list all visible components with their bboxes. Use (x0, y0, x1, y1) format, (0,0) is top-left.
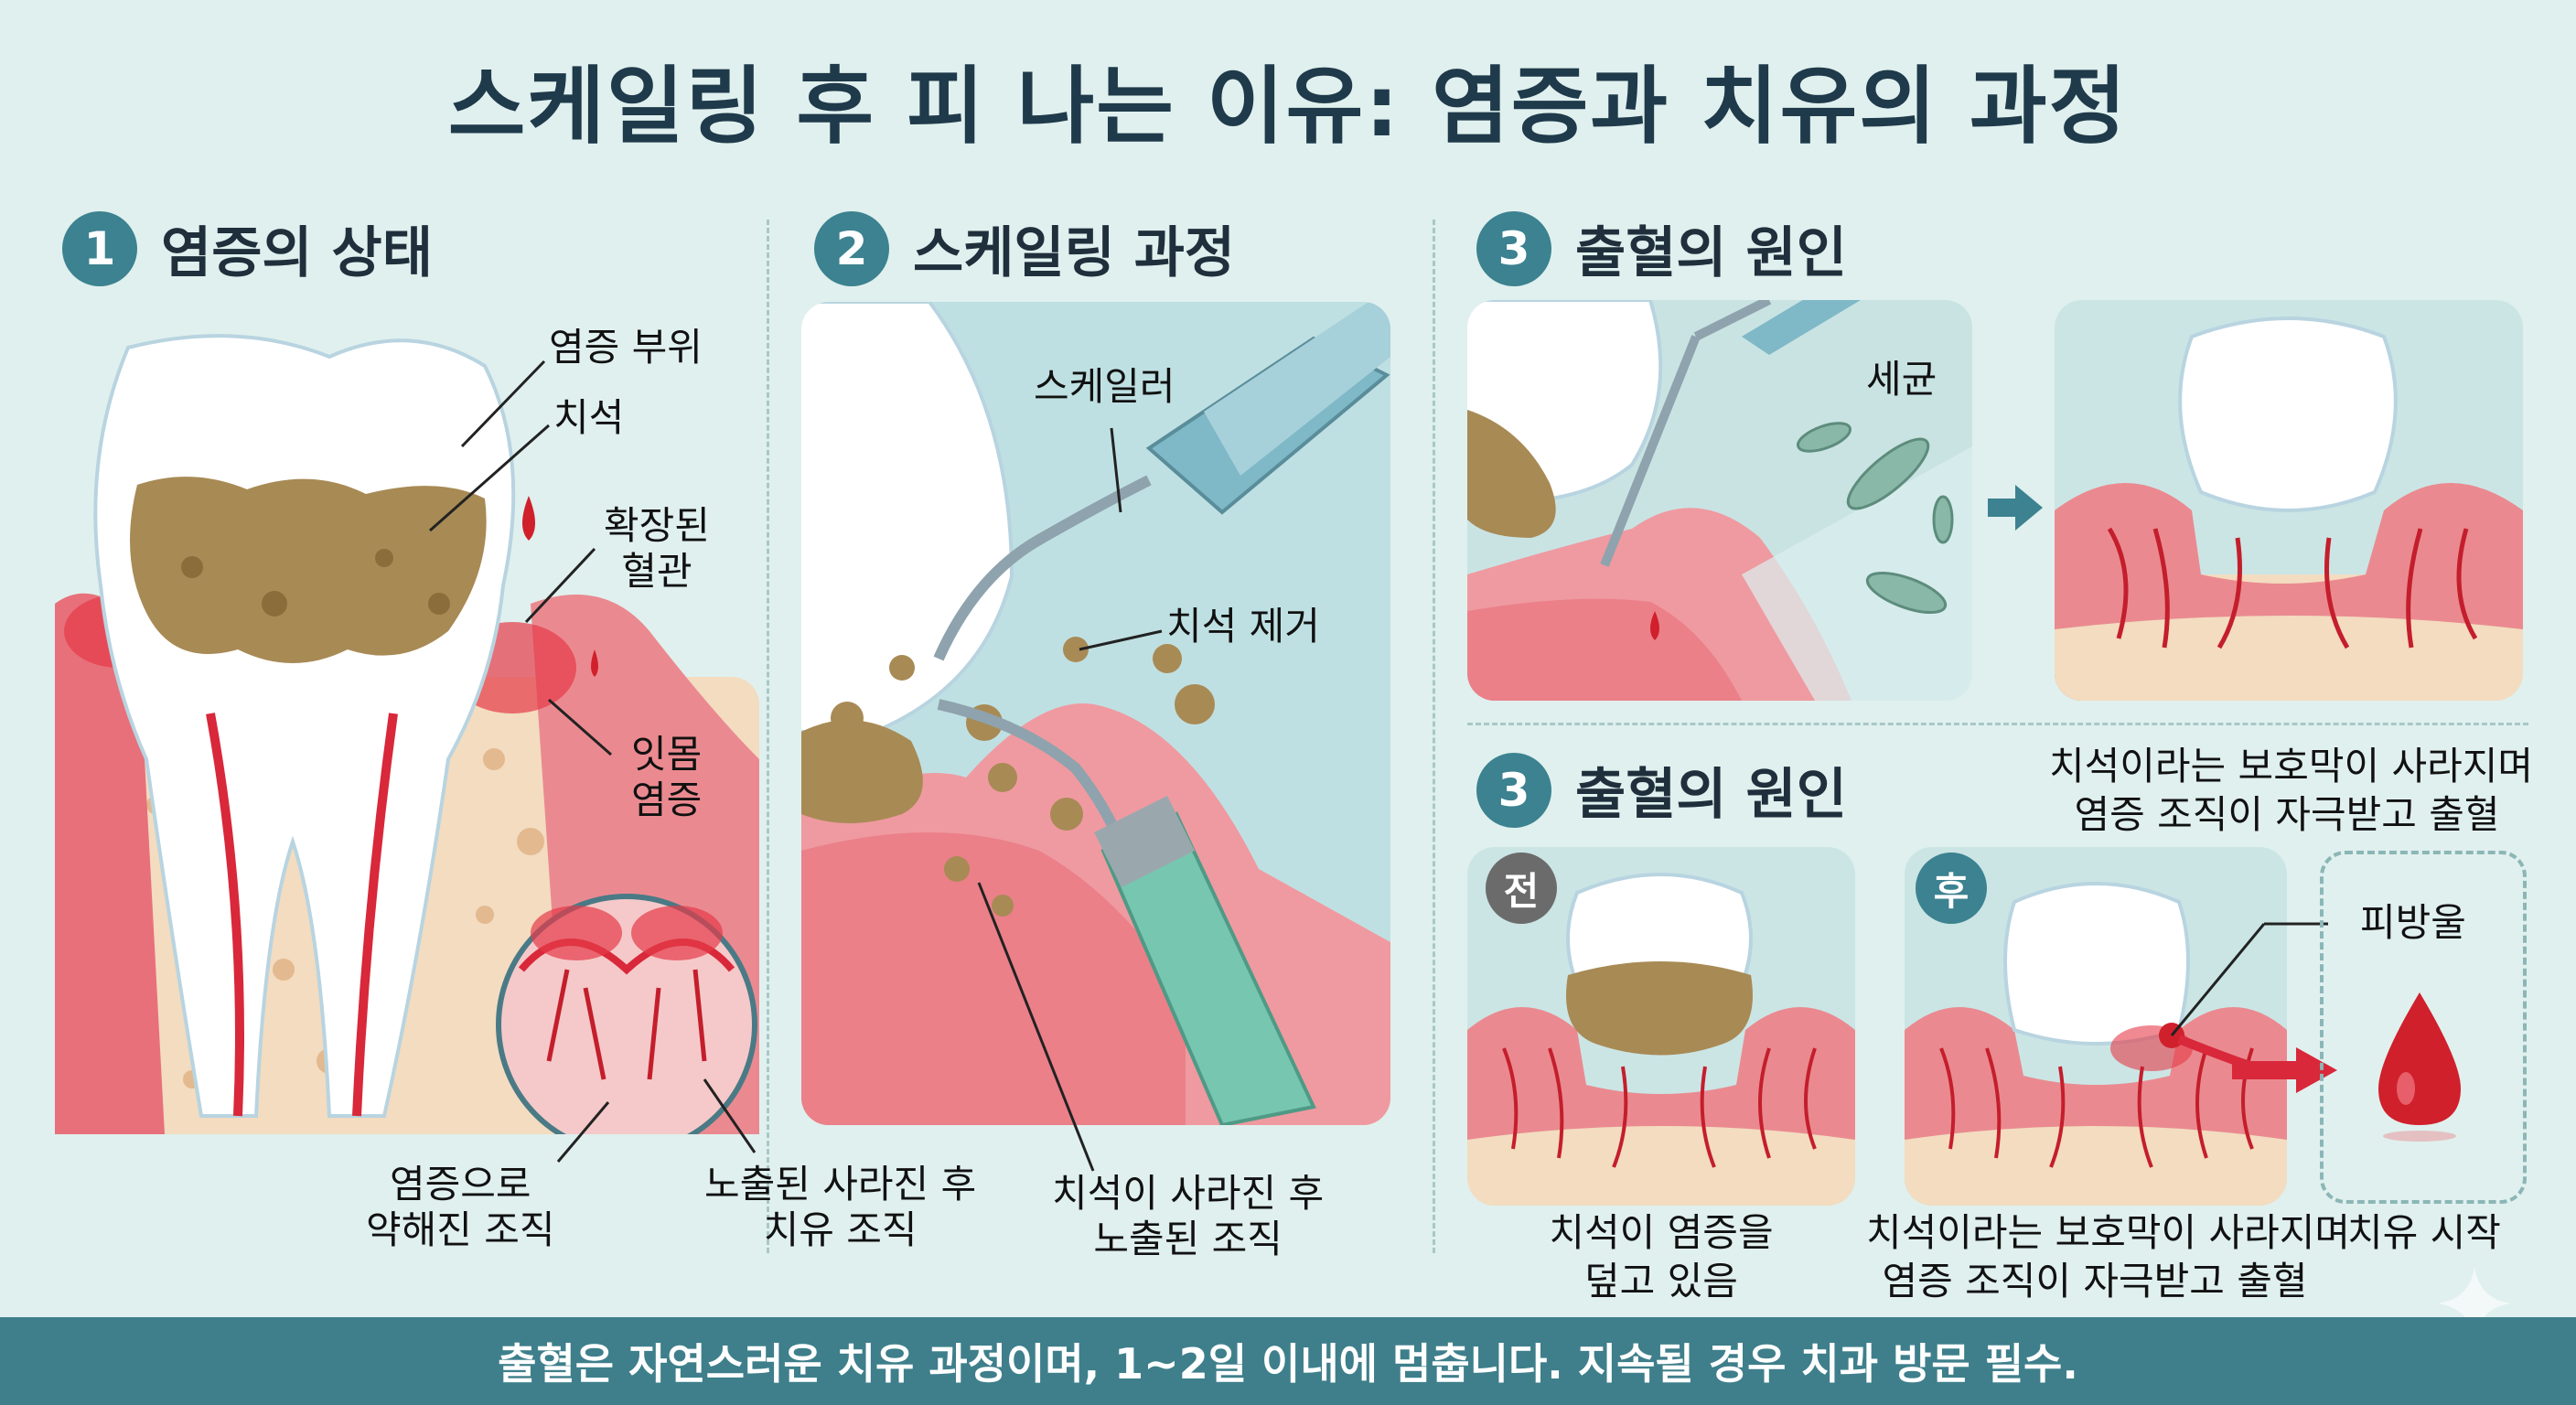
label-tartar: 치석 (553, 395, 625, 440)
divider-1 (767, 220, 769, 1253)
section-2-header: 2 스케일링 과정 (814, 209, 1235, 288)
section-3b-number: 3 (1476, 752, 1551, 828)
scaling-illustration (801, 302, 1390, 1125)
blood-drop-icon (2378, 992, 2461, 1142)
section-2-number: 2 (814, 210, 889, 286)
section-1-header: 1 염증의 상태 (62, 209, 433, 288)
label-dilated-vessel: 확장된 혈관 (604, 503, 710, 595)
section-3b-header: 3 출혈의 원인 (1476, 750, 1847, 830)
bacteria-illustration (1467, 300, 1972, 701)
divider-2 (1433, 220, 1435, 1253)
after-illustration (1905, 882, 2287, 1206)
label-blood-drop: 피방울 (2360, 900, 2466, 945)
label-tartar-removal: 치석 제거 (1166, 604, 1320, 649)
section-3a-header: 3 출혈의 원인 (1476, 209, 1847, 288)
caption-before: 치석이 염증을 덮고 있음 (1549, 1210, 1774, 1303)
inflamed-tooth-illustration (55, 334, 759, 1134)
page-title: 스케일링 후 피 나는 이유: 염증과 치유의 과정 (447, 58, 2129, 156)
arrow-right-icon (1988, 485, 2043, 531)
section-3b-title: 출혈의 원인 (1575, 763, 1847, 827)
label-bacteria: 세균 (1866, 357, 1937, 402)
caption-healing: 치유 시작 (2347, 1210, 2501, 1255)
section-2-title: 스케일링 과정 (913, 221, 1236, 285)
footer-notice: 출혈은 자연스러운 치유 과정이며, 1~2일 이내에 멈춥니다. 지속될 경우… (0, 1317, 2576, 1405)
sparkle-icon (2438, 1267, 2511, 1340)
label-weakened-tissue: 염증으로 약해진 조직 (366, 1162, 555, 1253)
caption-protection-loss-top: 치석이라는 보호막이 사라지며 염증 조직이 자극받고 출혈 (2049, 744, 2534, 837)
caption-after: 치석이라는 보호막이 사라지며 염증 조직이 자극받고 출혈 (1866, 1210, 2351, 1303)
label-exposed-after-removal: 치석이 사라진 후 노출된 조직 (1052, 1171, 1325, 1262)
badge-before: 전 (1486, 853, 1557, 924)
before-illustration (1467, 873, 1855, 1206)
divider-3 (1467, 723, 2528, 725)
label-exposed-healing-tissue: 노출된 사라진 후 치유 조직 (704, 1162, 977, 1253)
healing-box (2320, 851, 2527, 1204)
section-3a-number: 3 (1476, 210, 1551, 286)
section-1-number: 1 (62, 210, 137, 286)
section-1-title: 염증의 상태 (161, 221, 433, 285)
label-scaler: 스케일러 (1034, 364, 1175, 409)
label-inflamed-site: 염증 부위 (549, 325, 703, 370)
healed-gum-illustration (2055, 316, 2523, 701)
section-3a-title: 출혈의 원인 (1575, 221, 1847, 285)
label-gum-inflammation: 잇몸 염증 (631, 732, 703, 823)
badge-after: 후 (1916, 853, 1987, 924)
bleeding-arrow-icon (2232, 1047, 2337, 1093)
